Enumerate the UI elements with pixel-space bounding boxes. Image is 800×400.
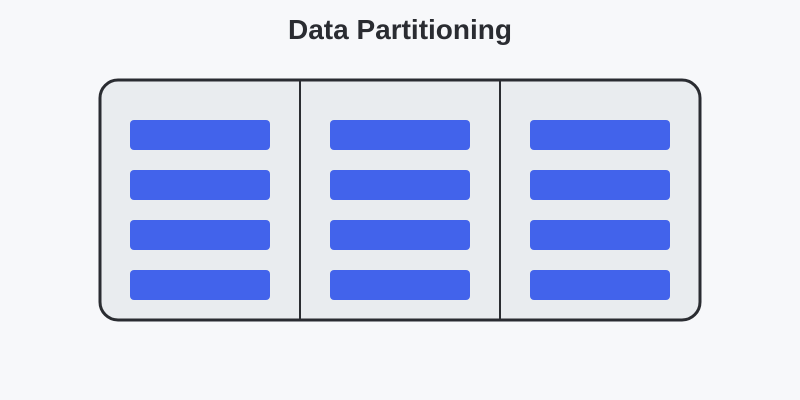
partition-container: [98, 78, 702, 322]
data-record: [330, 120, 470, 150]
data-record: [530, 220, 670, 250]
data-record: [130, 170, 270, 200]
data-record: [330, 220, 470, 250]
partition-3: [530, 120, 670, 300]
partition-1: [130, 120, 270, 300]
data-record: [530, 120, 670, 150]
data-record: [530, 170, 670, 200]
data-record: [130, 270, 270, 300]
dividers-layer: [299, 80, 501, 320]
data-record: [130, 220, 270, 250]
partition-2: [330, 120, 470, 300]
data-record: [130, 120, 270, 150]
records-layer: [130, 120, 670, 300]
data-record: [530, 270, 670, 300]
data-record: [330, 270, 470, 300]
diagram-title: Data Partitioning: [287, 14, 512, 45]
data-record: [330, 170, 470, 200]
